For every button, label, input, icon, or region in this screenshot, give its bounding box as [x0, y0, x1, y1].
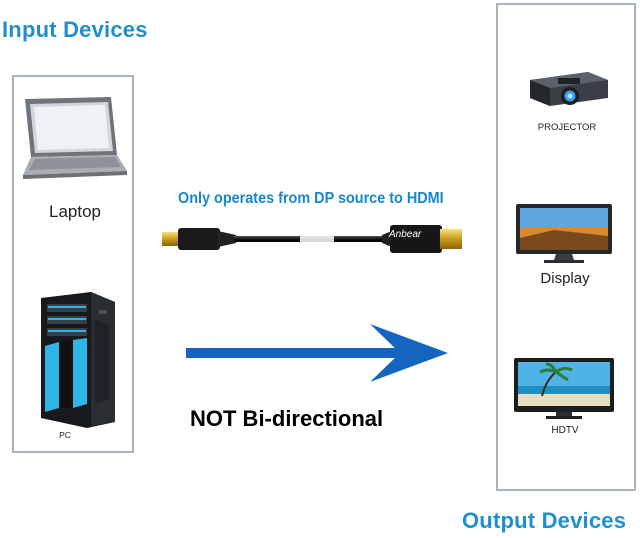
- direction-note: NOT Bi-directional: [190, 406, 384, 431]
- pc-tower-icon: [41, 292, 115, 428]
- right-arrow-icon: [186, 324, 448, 382]
- laptop-icon: [23, 97, 127, 179]
- pc-label: PC: [59, 430, 71, 440]
- display-label: Display: [540, 270, 590, 287]
- projector-label: PROJECTOR: [537, 122, 597, 133]
- cable-brand: Anbear: [389, 229, 422, 240]
- dp-to-hdmi-cable-icon: [162, 225, 462, 253]
- hdtv-icon: [514, 358, 614, 419]
- monitor-icon: [516, 204, 612, 263]
- input-devices-heading: Input Devices: [2, 17, 148, 42]
- cable-caption: Only operates from DP source to HDMI: [178, 190, 444, 207]
- projector-icon: [530, 72, 608, 106]
- hdtv-label: HDTV: [551, 425, 579, 436]
- output-devices-heading: Output Devices: [462, 508, 627, 533]
- laptop-label: Laptop: [49, 202, 101, 221]
